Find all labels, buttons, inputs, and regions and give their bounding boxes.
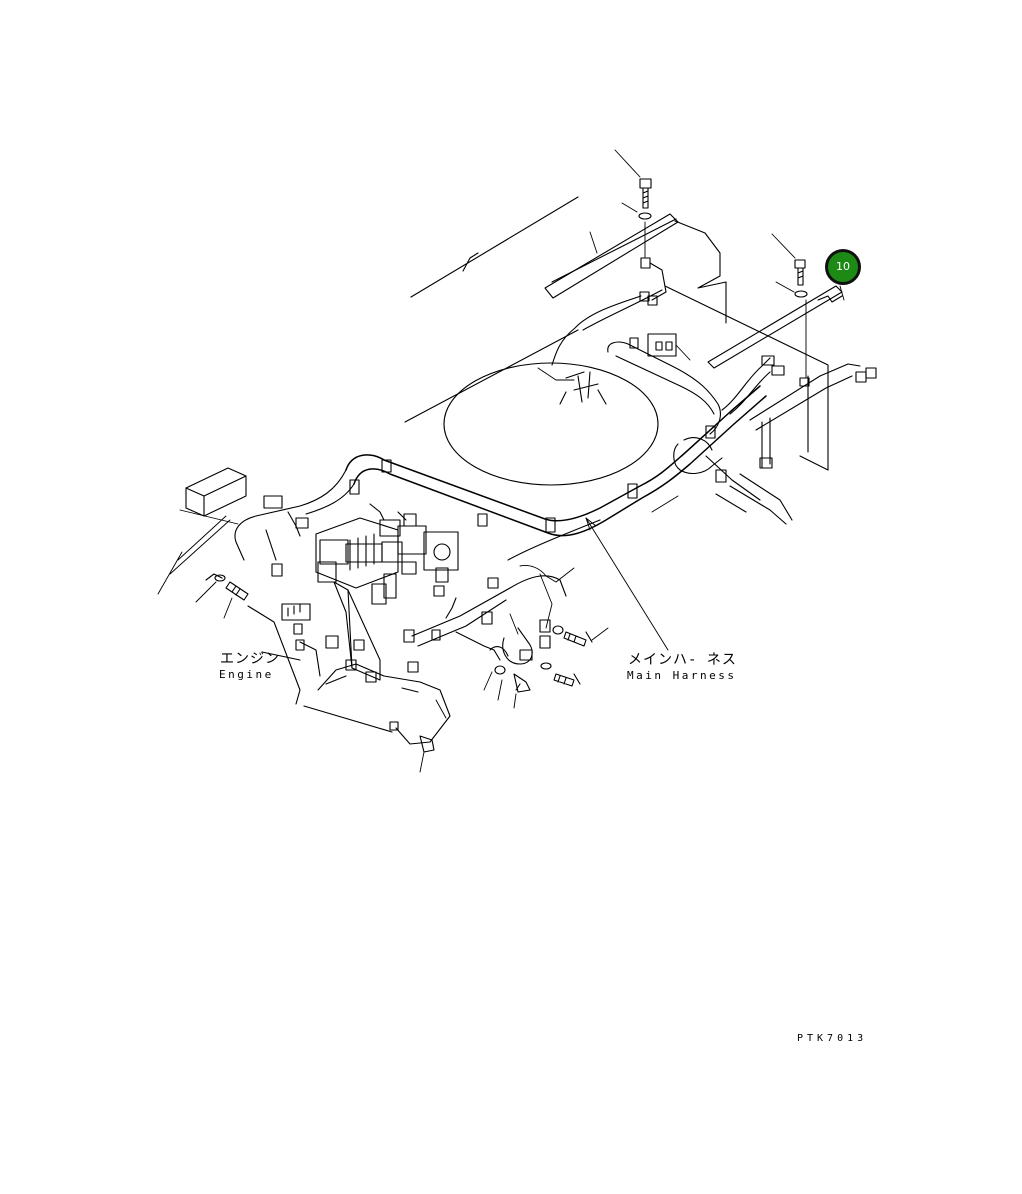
- washer-icon: [552, 625, 564, 635]
- connector-icon: [281, 603, 311, 621]
- washer-icon: [494, 665, 506, 675]
- left-frame-box: [157, 467, 247, 595]
- harness-label-jp: メインハ- ネス: [628, 652, 737, 668]
- engine-cluster: [247, 503, 609, 773]
- drawing-code: PTK7013: [797, 1033, 868, 1044]
- washer-icon: [214, 574, 226, 582]
- connector-icon: [419, 735, 435, 753]
- bolt-icon: [563, 631, 593, 647]
- bolt-icon: [794, 259, 806, 286]
- connector-icon: [761, 355, 785, 376]
- upper-bracket-assembly: [544, 149, 679, 306]
- machine-frame-outline: [404, 196, 829, 471]
- callout-10-button[interactable]: 10: [825, 249, 861, 285]
- connector-icon: [855, 367, 877, 383]
- harness-label-en: Main Harness: [627, 669, 737, 682]
- engine-label-jp: エンジン: [220, 651, 280, 667]
- connector-icon: [647, 333, 691, 361]
- center-fitting-icon: [537, 367, 607, 405]
- washer-icon: [540, 662, 552, 670]
- main-harness: [345, 289, 767, 651]
- left-harness: [195, 469, 360, 619]
- bolt-icon: [639, 178, 652, 209]
- washer-icon: [638, 212, 652, 220]
- washer-icon: [794, 290, 808, 298]
- engine-label-en: Engine: [219, 668, 274, 681]
- bolt-icon: [225, 581, 249, 601]
- right-bracket-assembly: [707, 233, 845, 387]
- turntable-oval: [443, 362, 659, 486]
- bolt-icon: [553, 673, 581, 687]
- bolt-icon: [513, 673, 531, 693]
- right-harness-branches: [607, 333, 877, 525]
